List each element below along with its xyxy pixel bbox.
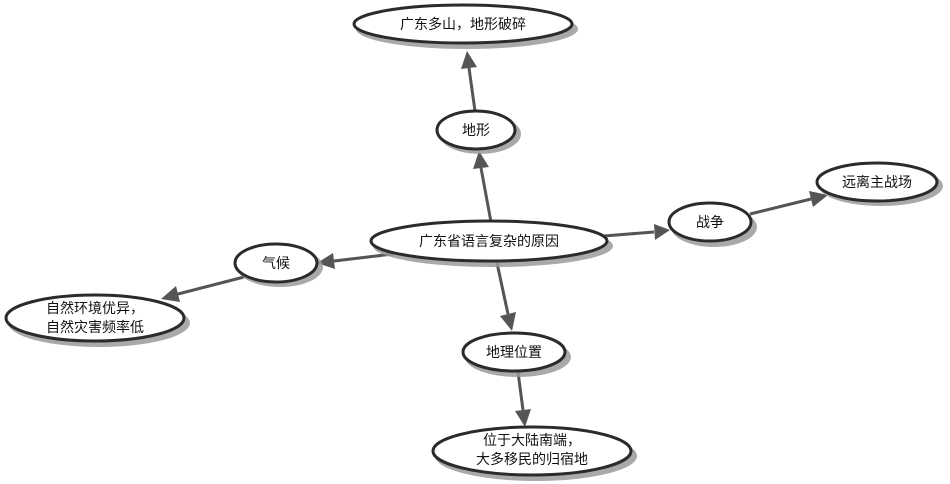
edges <box>161 51 828 427</box>
edge-location-to-location-detail <box>515 371 531 427</box>
node-location-detail-line2: 大多移民的归宿地 <box>476 451 588 468</box>
edge-central-to-war <box>603 224 670 240</box>
node-war-detail-label: 远离主战场 <box>842 174 912 191</box>
node-climate-label: 气候 <box>262 256 290 272</box>
node-war: 战争 <box>667 201 757 247</box>
node-location: 地理位置 <box>461 331 571 377</box>
node-climate-detail-line2: 自然灾害频率低 <box>46 319 144 336</box>
node-central: 广东省语言复杂的原因 <box>369 219 613 267</box>
edge-climate-to-climate-detail <box>161 275 245 302</box>
node-location-detail: 位于大陆南端， 大多移民的归宿地 <box>431 425 637 481</box>
node-war-detail: 远离主战场 <box>815 161 943 206</box>
node-climate-detail-line1: 自然环境优异， <box>46 300 144 317</box>
edge-central-to-location <box>495 262 516 331</box>
edge-central-to-climate <box>317 252 394 269</box>
edge-central-to-terrain <box>473 151 493 223</box>
node-terrain-detail-label: 广东多山，地形破碎 <box>400 16 526 33</box>
node-war-label: 战争 <box>696 215 724 231</box>
node-terrain-label: 地形 <box>462 123 490 139</box>
node-terrain: 地形 <box>435 109 521 154</box>
node-central-label: 广东省语言复杂的原因 <box>419 233 559 250</box>
node-location-label: 地理位置 <box>486 345 542 361</box>
node-location-detail-line1: 位于大陆南端， <box>483 433 581 449</box>
node-climate-detail: 自然环境优异， 自然灾害频率低 <box>4 293 190 347</box>
nodes: 广东多山，地形破碎 地形 远离主战场 战争 广东省语言复杂的原因 气候 <box>4 3 943 481</box>
edge-war-to-war-detail <box>749 191 828 216</box>
edge-terrain-to-terrain-detail <box>461 51 477 112</box>
node-terrain-detail: 广东多山，地形破碎 <box>352 3 578 49</box>
node-climate: 气候 <box>233 242 323 287</box>
